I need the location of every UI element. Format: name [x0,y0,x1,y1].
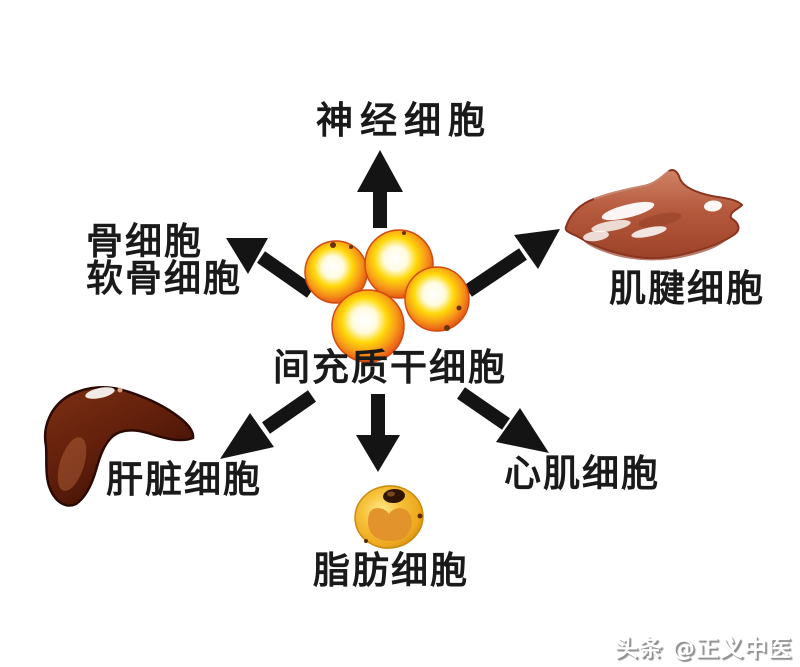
arrow-to-bone-cells [226,238,316,298]
label-nerve-cells: 神经细胞 [316,99,492,142]
arrow-to-nerve-cells [357,150,403,228]
fat-cell-image [354,485,424,549]
label-bone-cartilage-cells: 骨细胞 软骨细胞 [86,223,242,297]
arrow-to-cardiac-cells [457,387,549,453]
label-fat-cells: 脂肪细胞 [313,549,469,592]
label-tendon-cells: 肌腱细胞 [609,267,765,310]
label-mesenchymal-stem-cells: 间充质干细胞 [273,346,507,389]
label-cardiac-cells: 心肌细胞 [504,452,660,495]
stem-cell-cluster-image [304,229,470,363]
label-liver-cells: 肝脏细胞 [106,458,262,501]
label-bone-cells: 骨细胞 [86,220,203,263]
arrow-to-tendon-cells [464,229,560,297]
arrow-to-liver-cells [220,390,316,459]
watermark-toutiao: 头条 @正义中医 [614,636,792,662]
liver-image [43,386,195,507]
tendon-tissue-image [564,169,744,261]
arrow-to-fat-cells [356,394,400,472]
label-cartilage-cells: 软骨细胞 [86,257,242,300]
